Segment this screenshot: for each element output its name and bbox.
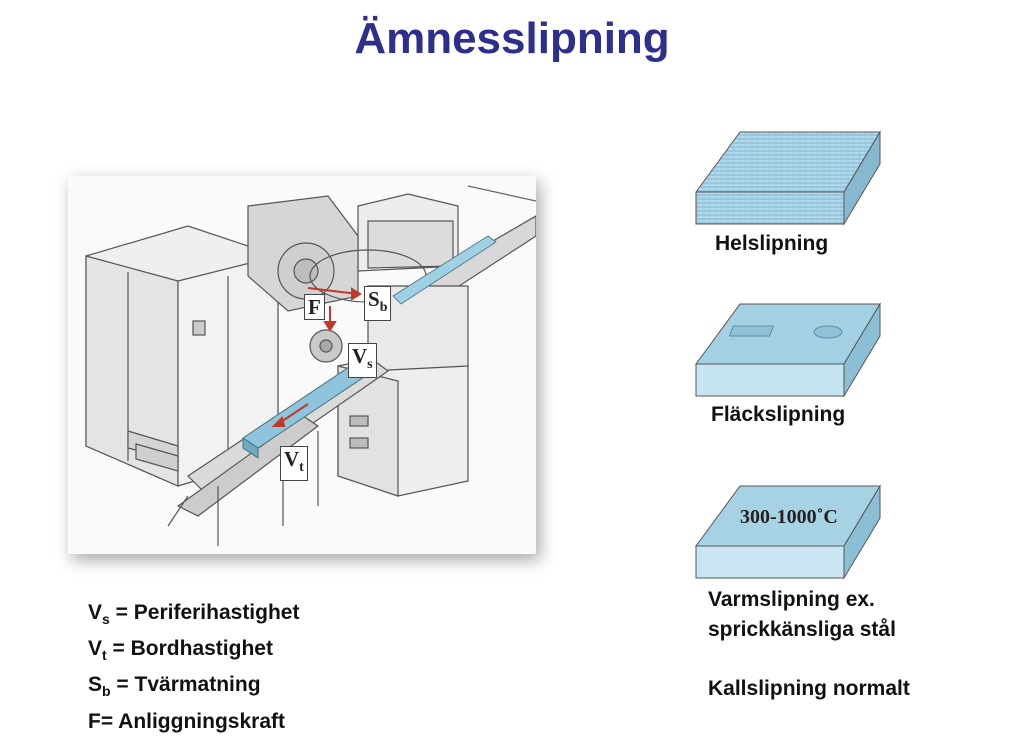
page-title: Ämnesslipning xyxy=(354,14,670,63)
full-grinding-caption: Helslipning xyxy=(715,232,829,255)
legend-item-f: F= Anliggningskraft xyxy=(88,709,285,733)
warm-grinding-caption-line2: sprickkänsliga stål xyxy=(708,618,896,641)
warm-grinding-block: 300-1000˚C xyxy=(692,484,884,580)
machine-drawing xyxy=(85,185,536,546)
spot-grinding-block xyxy=(695,302,881,398)
spot-grinding-caption: Fläckslipning xyxy=(711,403,846,426)
peripheral-speed-label: Vs xyxy=(348,343,377,379)
full-grinding-block xyxy=(695,130,881,226)
warm-block-shape xyxy=(695,484,881,580)
force-label: F xyxy=(304,294,325,320)
legend-item-vs: Vs = Periferihastighet xyxy=(88,601,300,628)
cross-feed-label: Sb xyxy=(364,286,392,322)
cold-grinding-caption: Kallslipning normalt xyxy=(708,677,910,700)
legend-item-sb: Sb = Tvärmatning xyxy=(88,673,261,700)
table-speed-label: Vt xyxy=(280,446,308,482)
warm-grinding-caption-line1: Varmslipning ex. xyxy=(708,588,875,611)
temperature-label: 300-1000˚C xyxy=(740,506,838,528)
symbol-legend: Vs = Periferihastighet Vt = Bordhastighe… xyxy=(88,598,299,737)
legend-item-vt: Vt = Bordhastighet xyxy=(88,637,273,664)
grinding-machine-illustration: F Sb Vs Vt xyxy=(68,176,536,554)
